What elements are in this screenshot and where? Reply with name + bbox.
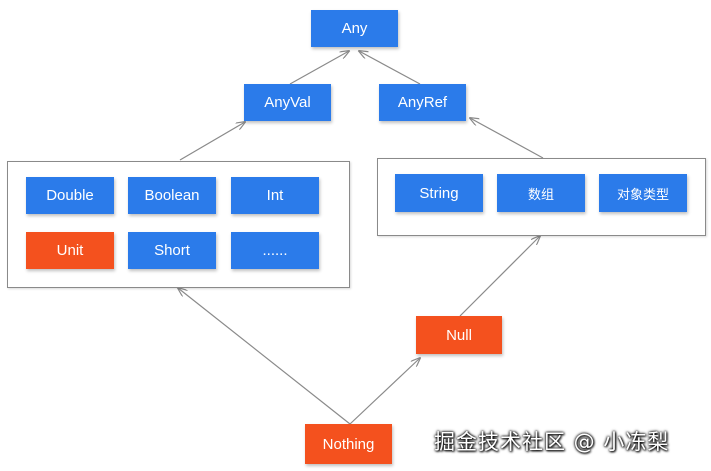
arrow-anyref-to-any: [359, 51, 421, 85]
node-array: 数组: [497, 174, 585, 212]
node-object-type: 对象类型: [599, 174, 687, 212]
node-short: Short: [128, 232, 216, 269]
arrow-nothing-to-valgroup: [178, 288, 351, 425]
arrow-nothing-to-null: [349, 358, 420, 425]
arrow-valgroup-to-anyval: [179, 122, 245, 161]
node-unit: Unit: [26, 232, 114, 269]
node-double: Double: [26, 177, 114, 214]
node-int: Int: [231, 177, 319, 214]
node-string: String: [395, 174, 483, 212]
arrow-null-to-refgroup: [459, 236, 540, 317]
watermark-text: 掘金技术社区 @ 小冻梨: [434, 430, 670, 454]
node-anyval: AnyVal: [244, 84, 331, 121]
arrow-refgroup-to-anyref: [470, 118, 544, 159]
node-boolean: Boolean: [128, 177, 216, 214]
node-anyref: AnyRef: [379, 84, 466, 121]
node-nothing: Nothing: [305, 424, 392, 464]
arrow-anyval-to-any: [289, 51, 349, 85]
node-null: Null: [416, 316, 502, 354]
node-any: Any: [311, 10, 398, 47]
node-more-value-types: ......: [231, 232, 319, 269]
